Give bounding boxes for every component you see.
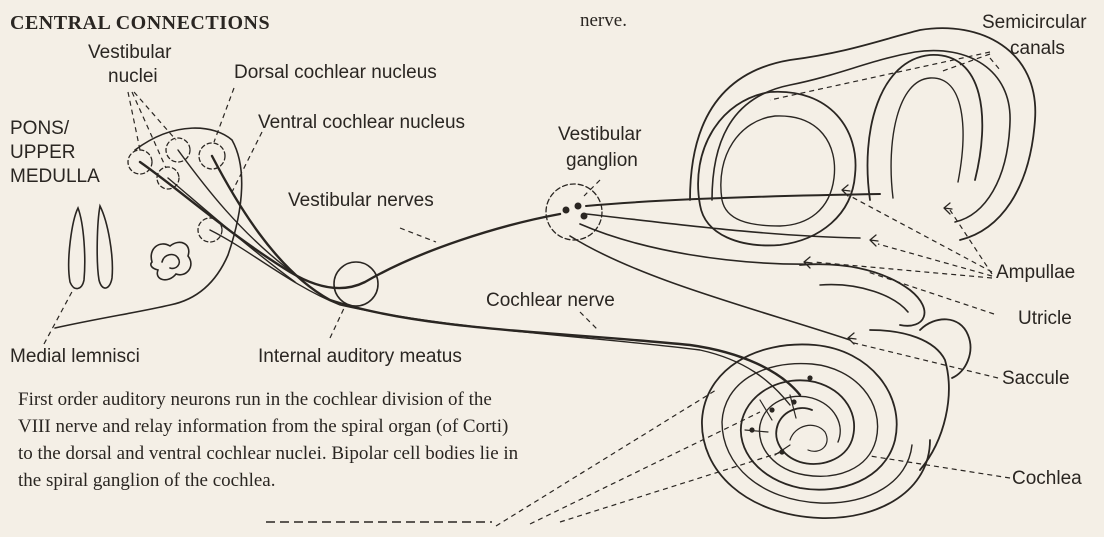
leader-vestibular-nerves xyxy=(400,228,436,242)
leader-saccule xyxy=(850,342,998,378)
semicircular-canal-outer xyxy=(690,28,1035,240)
cochlea-spiral-outer xyxy=(702,344,930,518)
label-cochlear-nerve: Cochlear nerve xyxy=(486,290,615,312)
anterior-canal xyxy=(868,55,983,200)
vestibular-fiber-mid xyxy=(586,214,860,238)
top-text-fragment: nerve. xyxy=(580,10,627,32)
olivary-nucleus xyxy=(151,242,191,279)
label-pons-line3: MEDULLA xyxy=(10,166,100,188)
label-cochlea: Cochlea xyxy=(1012,468,1082,490)
label-vestibular-ganglion-line2: ganglion xyxy=(566,150,638,172)
utricle-body xyxy=(820,285,908,312)
medial-lemniscus-right xyxy=(97,206,112,288)
label-ventral-cochlear-nucleus: Ventral cochlear nucleus xyxy=(258,112,465,134)
label-vestibular-nuclei-line1: Vestibular xyxy=(88,42,171,64)
label-vestibular-nerves: Vestibular nerves xyxy=(288,190,434,212)
label-semicircular-canals-line2: canals xyxy=(1010,38,1065,60)
body-paragraph-text: First order auditory neurons run in the … xyxy=(18,386,523,494)
label-vestibular-ganglion-line1: Vestibular xyxy=(558,124,641,146)
leader-spiral-ganglion xyxy=(496,390,782,526)
label-medial-lemnisci: Medial lemnisci xyxy=(10,346,140,368)
cochlea-spiral-core xyxy=(790,425,827,451)
leader-vestibular-nuclei xyxy=(128,92,176,168)
medial-lemniscus-left xyxy=(69,208,85,289)
vestibule-body xyxy=(800,264,924,325)
internal-auditory-meatus-circle xyxy=(334,262,378,306)
lateral-canal-inner xyxy=(721,116,835,226)
vestibular-ganglion-circle xyxy=(546,184,602,240)
label-pons-line1: PONS/ xyxy=(10,118,69,140)
leader-cochlear-nerve xyxy=(580,312,598,330)
vestibular-fiber-saccule xyxy=(570,236,850,340)
saccule-body xyxy=(870,330,949,470)
leader-medial-lemnisci xyxy=(44,288,74,344)
label-pons-line2: UPPER xyxy=(10,142,75,164)
leader-vestibular-ganglion xyxy=(584,180,600,196)
body-paragraph: First order auditory neurons run in the … xyxy=(18,386,523,494)
leader-internal-meatus xyxy=(330,304,346,338)
leader-cochlea xyxy=(870,456,1010,478)
label-internal-auditory-meatus: Internal auditory meatus xyxy=(258,346,462,368)
vestibular-nerve-3 xyxy=(168,178,295,282)
page-heading: CENTRAL CONNECTIONS xyxy=(10,12,270,35)
label-semicircular-canals-line1: Semicircular xyxy=(982,12,1087,34)
label-vestibular-nuclei-line2: nuclei xyxy=(108,66,158,88)
olivary-nucleus-inner xyxy=(162,255,179,269)
label-ampullae: Ampullae xyxy=(996,262,1075,284)
label-saccule: Saccule xyxy=(1002,368,1070,390)
vestibular-fiber-upper xyxy=(586,194,880,206)
label-utricle: Utricle xyxy=(1018,308,1072,330)
anterior-canal-inner xyxy=(891,78,963,198)
label-dorsal-cochlear-nucleus: Dorsal cochlear nucleus xyxy=(234,62,437,84)
leader-ventral-cochlear xyxy=(232,132,262,192)
leader-utricle xyxy=(868,272,994,314)
vestibular-nerve-main xyxy=(140,162,560,288)
